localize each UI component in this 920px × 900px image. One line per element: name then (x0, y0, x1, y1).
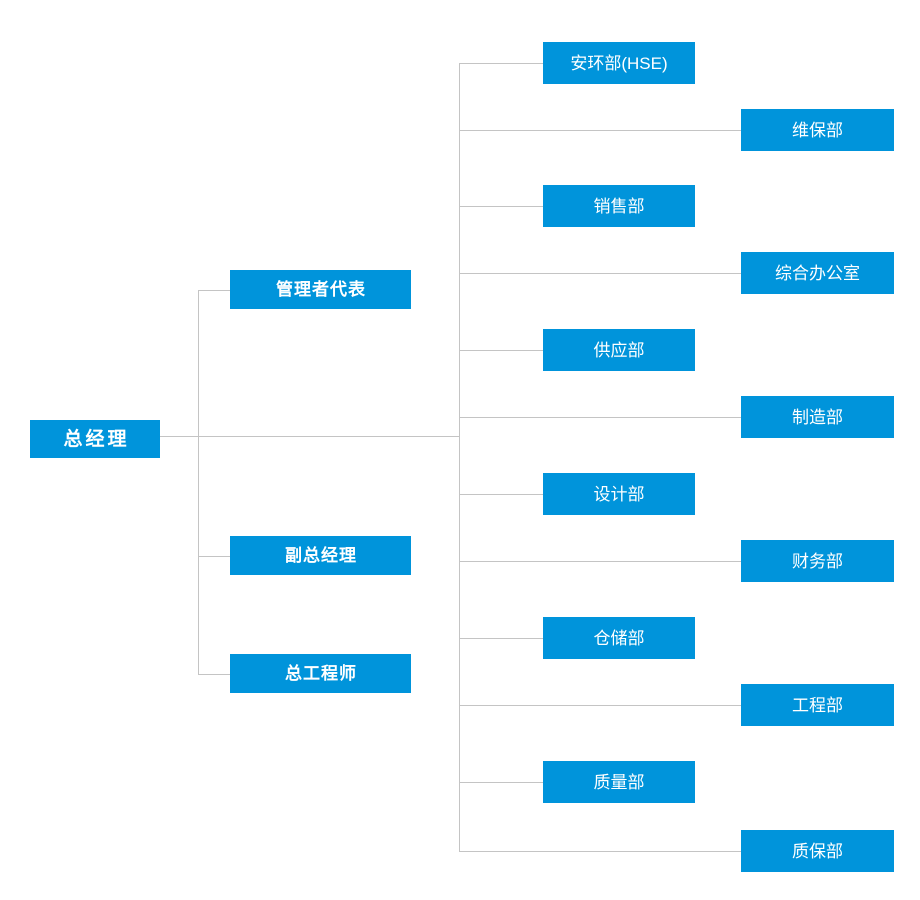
connector-level2-stub-3 (198, 674, 230, 675)
connector-dept-stub-12 (459, 851, 741, 852)
connector-dept-stub-2 (459, 130, 741, 131)
node-level2-management-representative[interactable]: 管理者代表 (230, 270, 411, 309)
connector-dept-stub-5 (459, 350, 543, 351)
connector-level2-stub-2 (198, 556, 230, 557)
node-dept-warehouse[interactable]: 仓储部 (543, 617, 695, 659)
node-dept-sales[interactable]: 销售部 (543, 185, 695, 227)
node-dept-supply[interactable]: 供应部 (543, 329, 695, 371)
connector-dept-stub-6 (459, 417, 741, 418)
node-level2-deputy-general-manager[interactable]: 副总经理 (230, 536, 411, 575)
node-dept-general-office[interactable]: 综合办公室 (741, 252, 894, 294)
node-dept-quality-assurance[interactable]: 质保部 (741, 830, 894, 872)
connector-dept-stub-11 (459, 782, 543, 783)
connector-dept-stub-3 (459, 206, 543, 207)
node-dept-quality[interactable]: 质量部 (543, 761, 695, 803)
connector-level2-trunk (198, 290, 199, 674)
connector-department-trunk (459, 63, 460, 851)
connector-dept-stub-9 (459, 638, 543, 639)
node-dept-maintenance[interactable]: 维保部 (741, 109, 894, 151)
node-root-general-manager[interactable]: 总经理 (30, 420, 160, 458)
connector-root-spine (160, 436, 459, 437)
connector-dept-stub-10 (459, 705, 741, 706)
node-dept-finance[interactable]: 财务部 (741, 540, 894, 582)
connector-dept-stub-1 (459, 63, 543, 64)
node-dept-manufacturing[interactable]: 制造部 (741, 396, 894, 438)
node-dept-hse[interactable]: 安环部(HSE) (543, 42, 695, 84)
node-dept-engineering[interactable]: 工程部 (741, 684, 894, 726)
connector-level2-stub-1 (198, 290, 230, 291)
connector-dept-stub-7 (459, 494, 543, 495)
connector-dept-stub-4 (459, 273, 741, 274)
node-dept-design[interactable]: 设计部 (543, 473, 695, 515)
connector-dept-stub-8 (459, 561, 741, 562)
node-level2-chief-engineer[interactable]: 总工程师 (230, 654, 411, 693)
